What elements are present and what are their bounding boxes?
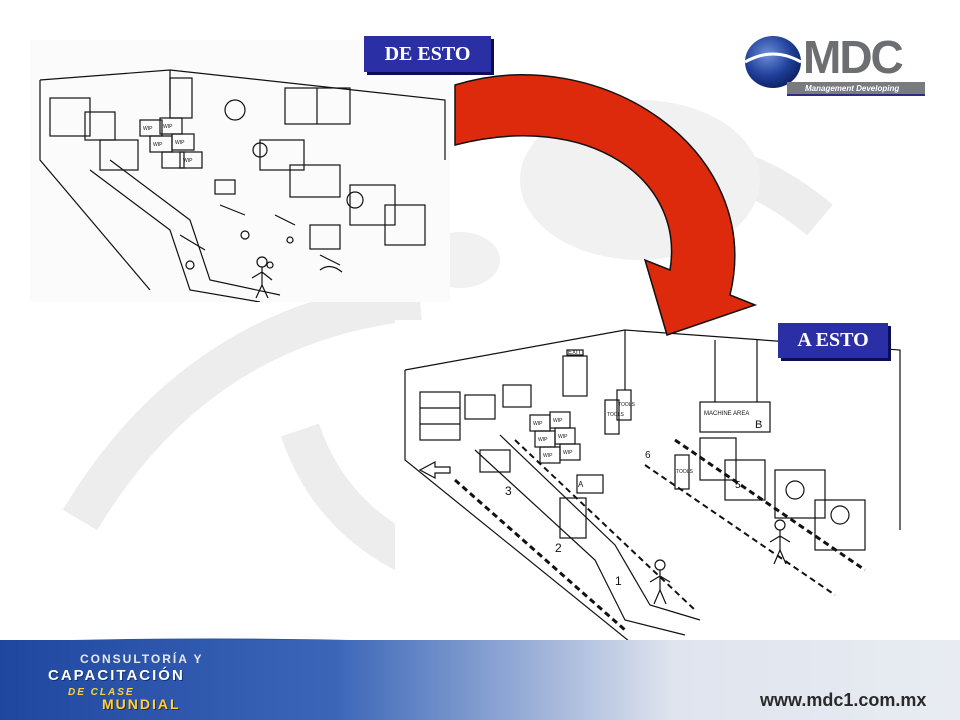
footer-line-de-clase: DE CLASE: [68, 687, 135, 698]
footer-bar: [0, 640, 960, 720]
area-a-sign: A: [578, 480, 584, 489]
wip-label: WIP: [563, 450, 573, 456]
machine-area-sign: MACHINE AREA: [704, 411, 749, 417]
wip-label: WIP: [153, 142, 163, 148]
wip-label: WIP: [183, 158, 193, 164]
curved-arrow-shape: [454, 74, 758, 336]
tools-sign: TOOLS: [676, 469, 694, 475]
messy-factory-illustration: WIP WIP WIP WIP WIP: [39, 69, 446, 302]
footer-line-consultoria: CONSULTORÍA Y: [80, 652, 204, 666]
wip-label: WIP: [163, 124, 173, 130]
station-number: 5: [735, 480, 741, 491]
station-number: 1: [615, 574, 622, 588]
footer-brand: CONSULTORÍA Y CAPACITACIÓN DE CLASE MUND…: [48, 650, 258, 714]
wip-label: WIP: [543, 453, 553, 459]
footer-url[interactable]: www.mdc1.com.mx: [760, 690, 927, 710]
globe-icon: [744, 36, 802, 88]
wip-label: WIP: [143, 126, 153, 132]
footer-line-mundial: MUNDIAL: [102, 696, 181, 712]
before-label: DE ESTO: [364, 36, 491, 72]
logo-tagline: Management Developing Center: [787, 82, 925, 107]
wip-label: WIP: [175, 140, 185, 146]
transition-arrow: [454, 74, 758, 336]
wip-label: WIP: [553, 418, 563, 424]
station-number: 6: [645, 450, 651, 461]
station-number: 3: [505, 484, 512, 498]
after-scene: EXIT MACHINE AREA B A TOOLS TOOLS TOOLS …: [395, 320, 915, 655]
wip-label: WIP: [533, 421, 543, 427]
wip-label: WIP: [538, 437, 548, 443]
footer-line-capacitacion: CAPACITACIÓN: [48, 667, 185, 684]
area-b-sign: B: [755, 419, 762, 431]
mdc-logo: MDC Management Developing Center: [735, 30, 930, 107]
tools-sign: TOOLS: [618, 402, 636, 408]
logo-wordmark: MDC: [803, 31, 904, 83]
organized-factory-illustration: EXIT MACHINE AREA B A TOOLS TOOLS TOOLS …: [404, 329, 901, 651]
wip-label: WIP: [558, 434, 568, 440]
exit-sign: EXIT: [568, 350, 582, 356]
station-number: 2: [555, 541, 562, 555]
tools-sign: TOOLS: [607, 412, 625, 418]
before-scene: WIP WIP WIP WIP WIP: [30, 40, 450, 302]
after-label: A ESTO: [778, 323, 888, 358]
